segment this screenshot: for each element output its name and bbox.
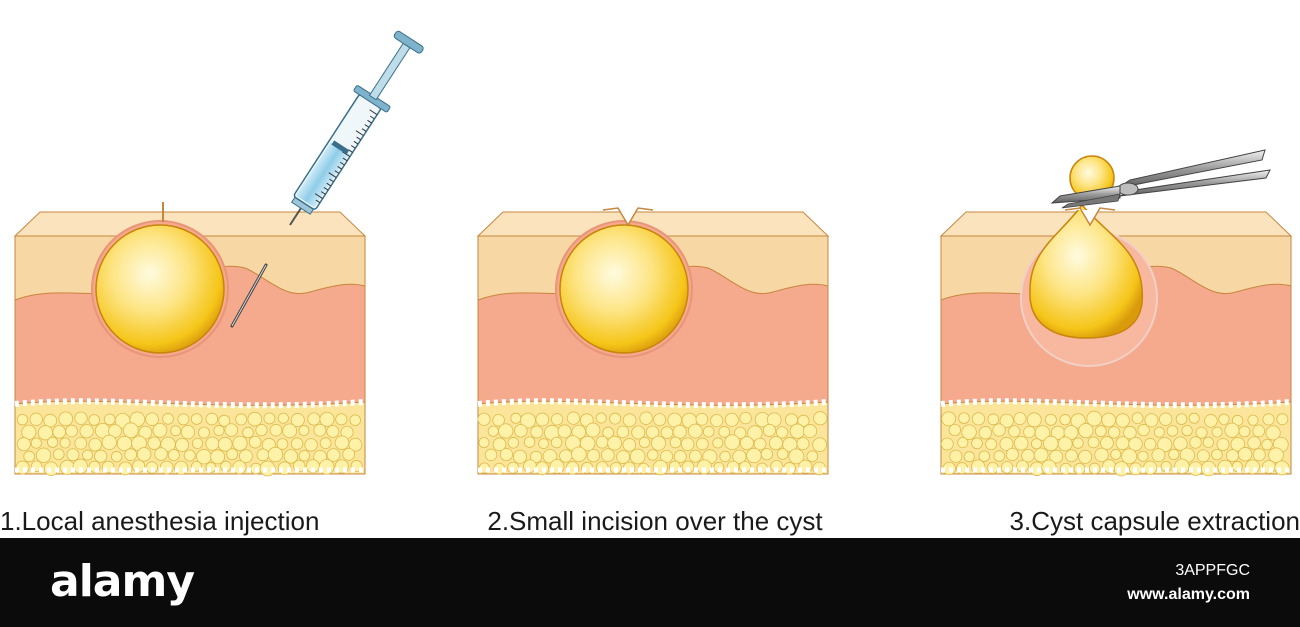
cyst bbox=[1029, 203, 1144, 339]
syringe-icon bbox=[289, 30, 424, 226]
skin-panel-2 bbox=[476, 207, 830, 476]
cyst bbox=[559, 224, 689, 354]
skin-panel-3 bbox=[939, 155, 1293, 477]
skin-panel-1 bbox=[13, 202, 367, 477]
step-1-caption: 1.Local anesthesia injection bbox=[0, 506, 320, 536]
image-id: 3APPFGC bbox=[1175, 562, 1250, 579]
procedure-diagram bbox=[13, 30, 1293, 477]
watermark-footer: alamy 3APPFGC www.alamy.com bbox=[0, 538, 1300, 627]
forceps-icon bbox=[1050, 149, 1271, 209]
alamy-logo: alamy bbox=[50, 556, 195, 607]
step-3-caption: 3.Cyst capsule extraction bbox=[1009, 506, 1300, 536]
footer-url: www.alamy.com bbox=[1127, 586, 1250, 603]
cyst bbox=[95, 224, 225, 354]
step-2-caption: 2.Small incision over the cyst bbox=[487, 506, 823, 536]
